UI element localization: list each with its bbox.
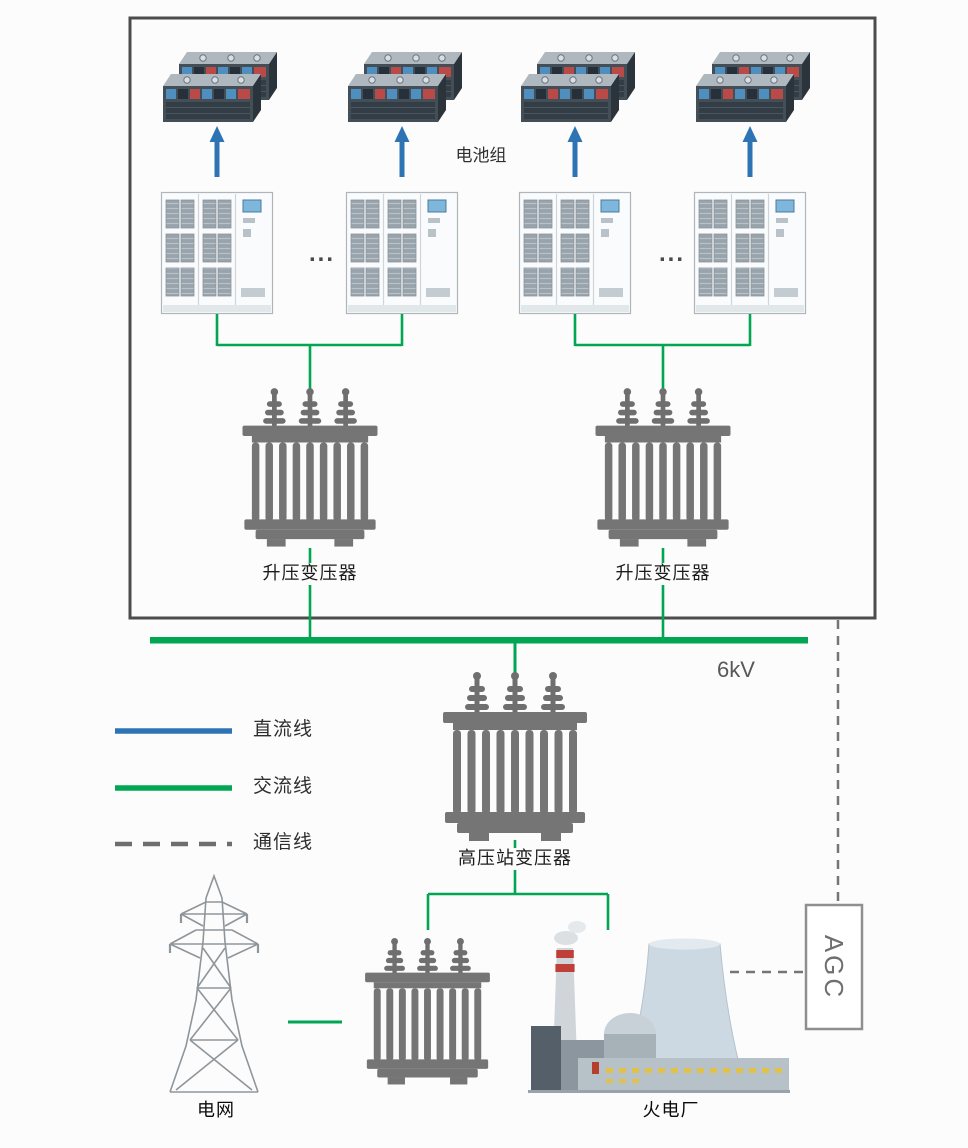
chimney-stripe [555,964,575,972]
connector-left-bracket [215,314,404,392]
thermal-power-plant [528,921,790,1093]
smoke-puff [554,931,578,945]
transmission-tower [168,873,260,1093]
agc-box [804,903,864,1031]
cooling-tower-rim [649,938,720,950]
pcs-cluster-1 [160,191,274,315]
grid-transformer [365,938,490,1084]
battery-group-label: 电池组 [455,146,507,165]
ground-line [528,1090,790,1093]
hv-bracket [426,892,610,930]
ac-bus-line [150,637,808,644]
grid-label: 电网 [197,1100,235,1120]
connector-right-bracket [573,314,752,392]
battery-cluster-1 [163,52,277,122]
legend-comm-label: 通信线 [253,832,314,853]
legend-dc-label: 直流线 [253,719,314,740]
hv-station-transformer-label: 高压站变压器 [453,848,577,870]
battery-cluster-3 [521,52,635,122]
step-up-transformer-right-label: 升压变压器 [610,563,716,585]
agc-label: AGC [819,934,850,1000]
plant-door [592,1062,599,1074]
pcs-cluster-2 [345,191,459,315]
legend-ac-label: 交流线 [253,776,314,797]
battery-cluster-2 [348,52,462,122]
front-building [578,1058,789,1092]
boiler-building [531,1026,561,1090]
pcs-cluster-4 [693,191,807,315]
battery-cluster-4 [696,52,810,122]
thermal-plant-label: 火电厂 [642,1100,700,1120]
chimney-stripe [556,950,574,958]
dome-roof [604,1013,656,1034]
step-up-transformer-right [596,388,731,546]
agc-label-wrap: AGC [806,905,862,1029]
smoke-puff [568,921,586,933]
step-up-transformer-left-label: 升压变压器 [257,563,363,585]
ellipsis-left: ... [308,240,336,267]
main-frame [128,16,877,620]
ellipsis-right: ... [658,240,686,267]
step-up-transformer-left [243,388,378,546]
pcs-cluster-3 [518,191,632,315]
bus-voltage-label: 6kV [717,657,755,682]
hv-station-transformer [443,672,587,841]
plant-windows [606,1068,782,1083]
